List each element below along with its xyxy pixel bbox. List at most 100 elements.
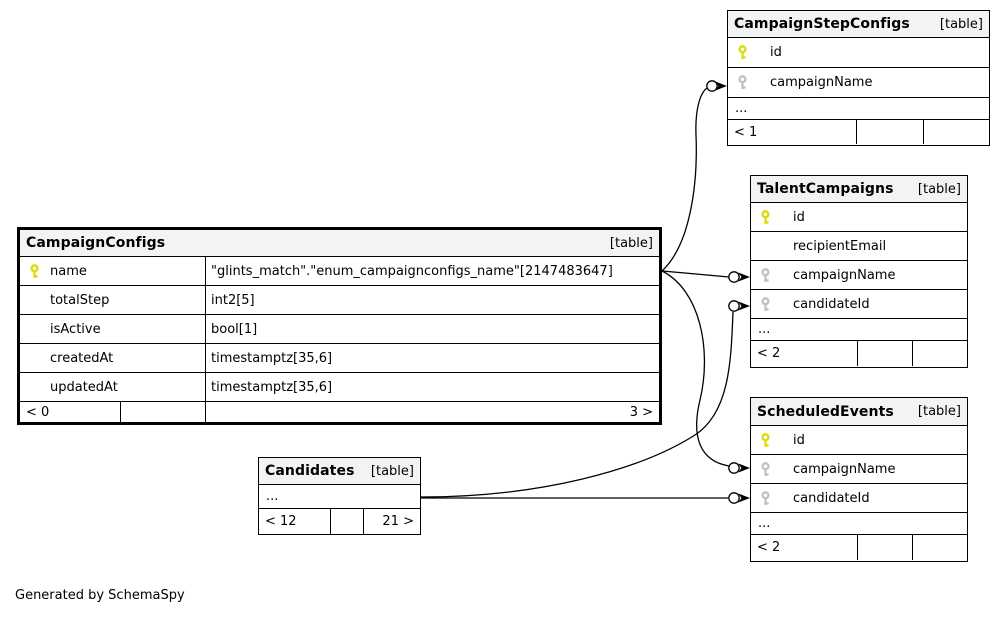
arrowhead-icon [738,272,750,282]
column-row-recipientemail: recipientEmail [751,232,967,261]
foreign-key-icon [760,461,772,477]
edge-campaignconfigs-to-campaignstepconfigs [661,87,708,272]
zero-or-more-dot [728,462,740,474]
table-type-badge: [table] [609,235,653,251]
column-row-name: name "glints_match"."enum_campaignconfig… [20,257,659,286]
column-row-id: id [751,426,967,455]
children-count: 3 > [629,404,653,420]
column-type: timestamptz[35,6] [211,350,333,366]
column-type: timestamptz[35,6] [211,379,333,395]
column-name: id [793,432,805,448]
primary-key-icon [760,209,772,225]
table-title: CampaignStepConfigs [734,16,910,32]
foreign-key-icon [737,75,749,90]
table-node-scheduledevents[interactable]: ScheduledEvents [table] id campaignName … [750,397,968,562]
foreign-key-icon [760,490,772,506]
table-title: TalentCampaigns [757,181,894,197]
column-row-candidateid: candidateId [751,290,967,319]
foreign-key-icon [760,267,772,283]
arrowhead-icon [738,301,750,311]
parents-count: < 12 [259,509,331,534]
table-footer: < 12 21 > [259,509,420,534]
more-columns-ellipsis: ... [751,319,967,341]
column-name: name [50,263,87,279]
zero-or-more-dot [706,80,718,92]
column-name: totalStep [50,292,110,308]
column-name: id [793,209,805,225]
edge-candidates-to-talentcampaigns [420,311,734,498]
table-type-badge: [table] [917,181,961,197]
arrowhead-icon [738,493,750,503]
column-name: id [770,45,782,60]
primary-key-icon [760,432,772,448]
footer-spacer [858,341,913,366]
column-name: campaignName [793,267,896,283]
column-name: campaignName [770,75,873,90]
zero-or-more-dot [728,271,740,283]
column-name: isActive [50,321,101,337]
table-node-campaignstepconfigs[interactable]: CampaignStepConfigs [table] id campaignN… [727,10,990,146]
column-type: "glints_match"."enum_campaignconfigs_nam… [211,263,613,279]
column-row-isactive: isActive bool[1] [20,315,659,344]
table-footer: < 1 [728,120,989,144]
column-name: campaignName [793,461,896,477]
table-node-campaignconfigs[interactable]: CampaignConfigs [table] name "glints_mat… [17,227,662,425]
parents-count: < 1 [728,120,857,144]
children-count [913,341,967,366]
table-footer: < 2 [751,535,967,560]
column-type: bool[1] [211,321,258,337]
footer-spacer [858,535,913,560]
column-row-campaignname: campaignName [751,261,967,290]
primary-key-icon [29,263,41,279]
foreign-key-icon [760,296,772,312]
primary-key-icon [737,45,749,60]
children-count: 21 > [382,514,414,529]
more-columns-ellipsis: ... [259,485,420,509]
table-node-candidates[interactable]: Candidates [table] ... < 12 21 > [258,457,421,535]
column-name: createdAt [50,350,114,366]
footer-spacer [857,120,924,144]
table-title: ScheduledEvents [757,403,894,420]
column-name: candidateId [793,296,870,312]
column-row-id: id [728,38,989,68]
parents-count: < 2 [751,535,858,560]
children-count [924,120,989,144]
column-name: recipientEmail [793,238,887,254]
more-columns-ellipsis: ... [751,513,967,535]
zero-or-more-dot [728,300,740,312]
generated-by-note: Generated by SchemaSpy [15,588,185,603]
table-node-talentcampaigns[interactable]: TalentCampaigns [table] id recipientEmai… [750,175,968,368]
column-row-totalstep: totalStep int2[5] [20,286,659,315]
edge-campaignconfigs-to-talentcampaigns [661,270,730,278]
table-type-badge: [table] [939,16,983,32]
arrowhead-icon [715,81,727,91]
column-name: updatedAt [50,379,118,395]
arrowhead-icon [738,463,750,473]
column-row-updatedat: updatedAt timestamptz[35,6] [20,373,659,402]
column-row-campaignname: campaignName [751,455,967,484]
column-row-candidateid: candidateId [751,484,967,513]
column-name: candidateId [793,490,870,506]
column-row-id: id [751,203,967,232]
footer-spacer [121,402,206,422]
table-footer: < 2 [751,341,967,366]
table-title: Candidates [265,463,355,479]
column-type: int2[5] [211,292,255,308]
table-type-badge: [table] [917,404,961,419]
table-footer: < 0 3 > [20,402,659,422]
column-row-campaignname: campaignName [728,68,989,98]
footer-spacer [331,509,364,534]
table-header[interactable]: CampaignStepConfigs [table] [728,11,989,38]
table-header[interactable]: ScheduledEvents [table] [751,398,967,426]
table-header[interactable]: TalentCampaigns [table] [751,176,967,203]
parents-count: < 2 [751,341,858,366]
zero-or-more-dot [728,492,740,504]
children-count [913,535,967,560]
table-header[interactable]: Candidates [table] [259,458,420,485]
column-row-createdat: createdAt timestamptz[35,6] [20,344,659,373]
more-columns-ellipsis: ... [728,98,989,120]
table-header[interactable]: CampaignConfigs [table] [20,230,659,257]
edge-campaignconfigs-to-scheduledevents [661,270,730,467]
